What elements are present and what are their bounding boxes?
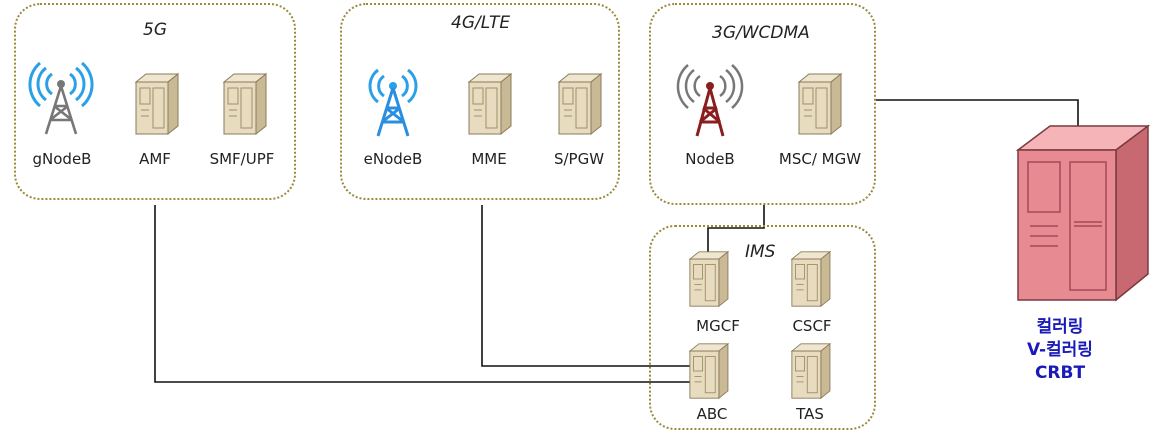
amf-server-icon	[134, 72, 180, 136]
tas-server-icon	[790, 342, 832, 400]
crbt-label: 컬러링 V-컬러링 CRBT	[985, 316, 1135, 385]
group-4g-lte	[340, 3, 620, 200]
gnodeb-antenna-icon	[28, 61, 94, 135]
crbt-label-line2: V-컬러링	[1027, 340, 1093, 360]
enodeb-label: eNodeB	[363, 150, 423, 168]
gnodeb-label: gNodeB	[32, 150, 92, 168]
msc-mgw-label: MSC/ MGW	[778, 150, 862, 168]
mme-server-icon	[467, 72, 513, 136]
crbt-label-line1: 컬러링	[1036, 317, 1084, 337]
spgw-label: S/PGW	[553, 150, 605, 168]
tas-label: TAS	[796, 405, 824, 423]
abc-server-icon	[688, 342, 730, 400]
cscf-server-icon	[790, 250, 832, 308]
group-ims	[649, 225, 876, 430]
nodeb-label: NodeB	[685, 150, 735, 168]
enodeb-antenna-icon	[368, 68, 418, 137]
amf-label: AMF	[139, 150, 171, 168]
mgcf-server-icon	[688, 250, 730, 308]
group-5g	[14, 3, 296, 200]
smf-upf-server-icon	[222, 72, 268, 136]
crbt-server-icon	[1015, 124, 1151, 302]
mme-label: MME	[471, 150, 507, 168]
group-5g-title: 5G	[143, 20, 167, 40]
abc-label: ABC	[696, 405, 728, 423]
crbt-label-line3: CRBT	[1034, 363, 1086, 383]
mgcf-label: MGCF	[696, 317, 740, 335]
nodeb-antenna-icon	[676, 64, 744, 137]
group-4g-title: 4G/LTE	[451, 13, 511, 33]
group-3g-title: 3G/WCDMA	[712, 23, 810, 43]
cscf-label: CSCF	[792, 317, 832, 335]
smf-upf-label: SMF/UPF	[209, 150, 275, 168]
group-3g-wcdma	[649, 3, 876, 205]
msc-mgw-server-icon	[797, 72, 843, 136]
spgw-server-icon	[557, 72, 603, 136]
group-ims-title: IMS	[745, 242, 776, 262]
